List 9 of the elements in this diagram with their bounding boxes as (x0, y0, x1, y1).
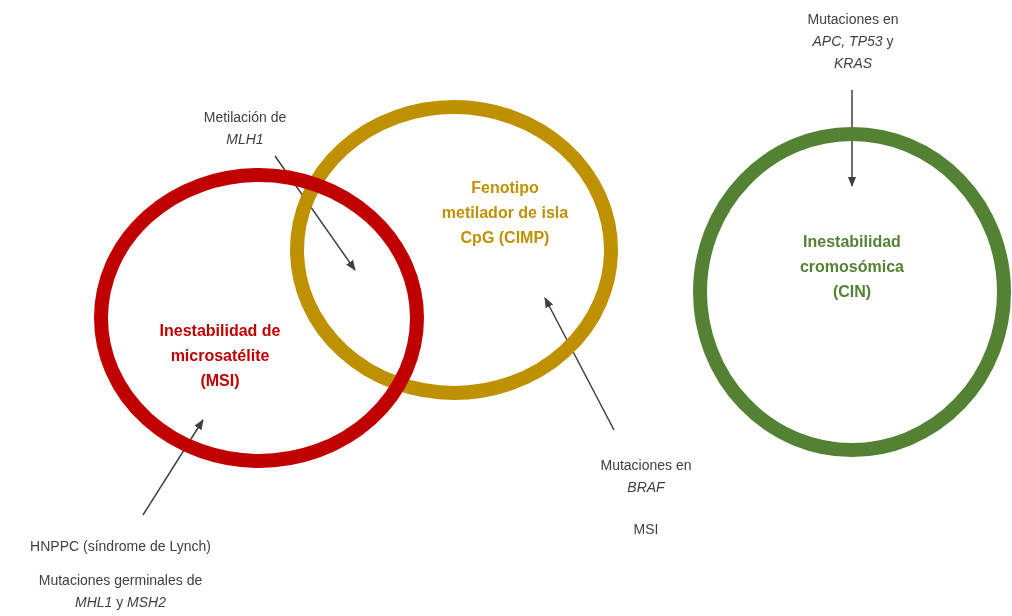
annotation-text: MSI (632, 520, 660, 539)
circle-label: Inestabilidad de microsatélite (MSI) (158, 321, 282, 391)
circle-label: Inestabilidad cromosómica (CIN) (798, 232, 905, 302)
circle-label: Fenotipo metilador de isla CpG (CIMP) (440, 178, 570, 248)
annotation-text: Mutaciones germinales de MHL1 y MSH2 (37, 571, 204, 612)
annotation-text: Mutaciones en APC, TP53 y KRAS (806, 10, 900, 73)
annotation-text: Mutaciones en BRAF (599, 456, 693, 497)
annotation-text: Metilación de MLH1 (202, 108, 288, 149)
annotation-text: HNPPC (síndrome de Lynch) (29, 537, 212, 556)
